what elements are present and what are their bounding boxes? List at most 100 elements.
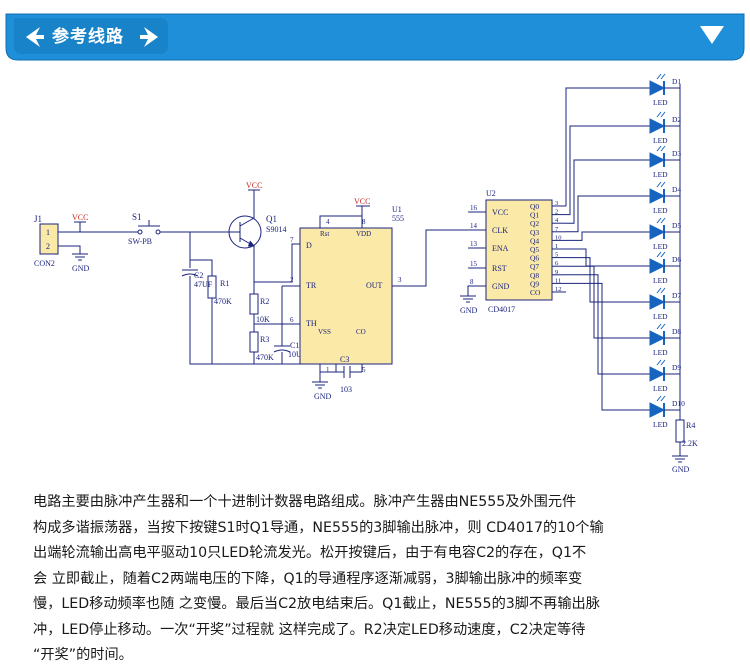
c2-value: 47UF [194,280,213,289]
j1-pin2: 2 [46,242,50,251]
led-label: LED [653,170,668,179]
ic-u1-555: U1 555 D TR TH Rst VDD OUT VSS CO 7 2 6 … [290,205,404,374]
u2-left-pin-rst: RST [492,264,507,273]
c3-ref: C3 [340,355,349,364]
c1-ref: C1 [290,341,299,350]
u2-right-pin-number: 7 [555,226,559,233]
resistor-r4: R4 2.2K [675,419,698,448]
u2-ref: U2 [486,189,496,198]
led-label: LED [653,348,668,357]
led-label: LED [653,384,668,393]
led-label: LED [653,206,668,215]
gnd-label-j1: GND [72,264,90,273]
u2-left-pin-number: 16 [470,204,478,212]
led-ref: D6 [672,255,681,264]
u2-right-pin-number: 9 [555,269,558,276]
led-label: LED [653,312,668,321]
u2-left-pin-number: 8 [470,278,474,286]
r4-ref: R4 [686,421,695,430]
u1-pin-vss: VSS [318,328,331,336]
circuit-u1-pin-numbers-tr: 2 [290,276,294,284]
led-ref: D1 [672,77,681,86]
chevron-down-icon[interactable] [700,26,724,44]
capacitor-c1: C1 10UF [273,341,307,359]
u2-right-pin-q1: Q1 [530,211,539,220]
s1-part: SW-PB [128,237,152,246]
u1-pin-tr: TR [306,281,317,290]
u1-pin-d: D [306,241,312,250]
led-label: LED [653,98,668,107]
u1-part: 555 [392,214,404,223]
circuit-schematic: J1 1 2 CON2 VCC GND S1 SW-PB Q1 S9014 VC… [34,73,698,474]
led-ref: D5 [672,221,681,230]
circuit-u1-pin-numbers-d: 7 [290,236,294,244]
resistor-r2: R2 10K [249,293,270,324]
switch-s1: S1 SW-PB [80,212,230,246]
u2-right-pin-number: 4 [555,217,559,224]
led-wire [565,87,650,206]
vcc-label-j1: VCC [72,213,88,222]
led-icon [649,323,666,346]
ground-symbol-u1: GND [312,381,332,401]
j1-part: CON2 [34,259,55,268]
led-icon [649,251,666,274]
gnd-label-r4: GND [672,465,690,474]
u2-right-pin-q5: Q5 [530,245,539,254]
ground-symbol-u2: GND [460,295,478,315]
u2-right-pin-number: 1 [555,243,558,250]
circuit-u1-pin-numbers-th: 6 [290,316,294,324]
led-wire [566,231,650,241]
u1-pin-out: OUT [366,281,383,290]
q1-ref: Q1 [266,214,277,224]
u2-right-pin-number: 6 [555,260,559,267]
u2-right-pin-number: 10 [555,234,562,241]
u2-left-pin-number: 13 [470,240,478,248]
u1-pin-rst: Rst [320,230,329,238]
q1-part: S9014 [266,225,286,234]
led-wire [566,195,650,233]
u2-right-pin-q8: Q8 [530,271,539,280]
u2-part: CD4017 [488,305,515,314]
u2-right-pin-q7: Q7 [530,262,539,271]
c1-value: 10UF [288,350,307,359]
circuit-u1-pin-numbers-out: 3 [398,276,402,284]
led-label: LED [653,242,668,251]
led-wire [566,125,650,216]
u2-left-pin-vcc: VCC [492,208,508,217]
led-wire [566,274,650,375]
r1-value: 470K [214,297,232,306]
u2-right-pin-number: 5 [555,252,558,259]
led-icon [649,181,666,204]
led-ref: D4 [672,185,681,194]
left-arrow-icon [26,27,44,47]
r2-value: 10K [256,315,270,324]
led-wire [566,265,650,339]
u1-ref: U1 [392,205,402,214]
u1-pin-th: TH [306,319,317,328]
r3-ref: R3 [260,335,269,344]
u2-left-pin-gnd: GND [492,282,510,291]
u2-right-pin-q3: Q3 [530,228,539,237]
led-ref: D2 [672,115,681,124]
u2-right-pin-number: 3 [555,200,558,207]
u2-right-pin-co: CO [530,288,541,297]
r3-value: 470K [256,353,274,362]
led-ref: D3 [672,149,681,158]
u2-right-pin-q2: Q2 [530,219,539,228]
led-ref: D9 [672,363,681,372]
u1-pin-co: CO [356,328,366,336]
circuit-u1-pin-numbers-vdd: 8 [362,218,366,226]
led-ref: D8 [672,327,681,336]
led-wire [566,257,650,303]
u2-right-pin-number: 11 [555,277,561,284]
led-icon [649,145,666,168]
led-ref: D7 [672,291,681,300]
led-wire [566,159,650,224]
